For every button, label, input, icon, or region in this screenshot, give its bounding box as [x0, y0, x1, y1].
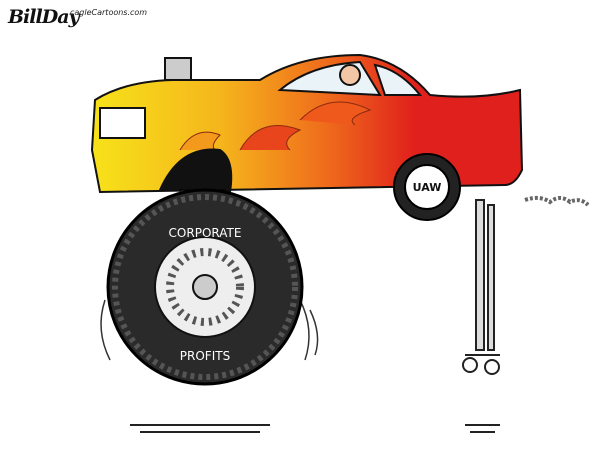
uaw-label: UAW	[413, 181, 442, 194]
tire-bottom-label: PROFITS	[180, 349, 230, 363]
tire-top-label: CORPORATE	[169, 226, 242, 240]
jack-caster	[484, 359, 500, 375]
hood-scoop	[164, 57, 192, 81]
flame-decal	[299, 101, 372, 126]
car	[90, 53, 524, 194]
flame-decal	[239, 125, 302, 151]
site-credit: cagleCartoons.com	[70, 8, 148, 17]
artist-signature: BillDay	[8, 6, 80, 28]
uaw-wheel	[393, 153, 461, 221]
ground-lines	[130, 424, 500, 433]
jack-caster	[462, 357, 478, 373]
exhaust-smoke	[524, 195, 590, 207]
motion-lines	[100, 299, 319, 361]
driver-head	[339, 64, 361, 86]
wheel-well	[158, 148, 233, 194]
corporate-profits-tire	[106, 188, 304, 386]
jack-stand	[462, 199, 500, 375]
flame-decal	[179, 131, 221, 151]
headlight	[99, 107, 146, 139]
rear-window	[373, 63, 423, 96]
